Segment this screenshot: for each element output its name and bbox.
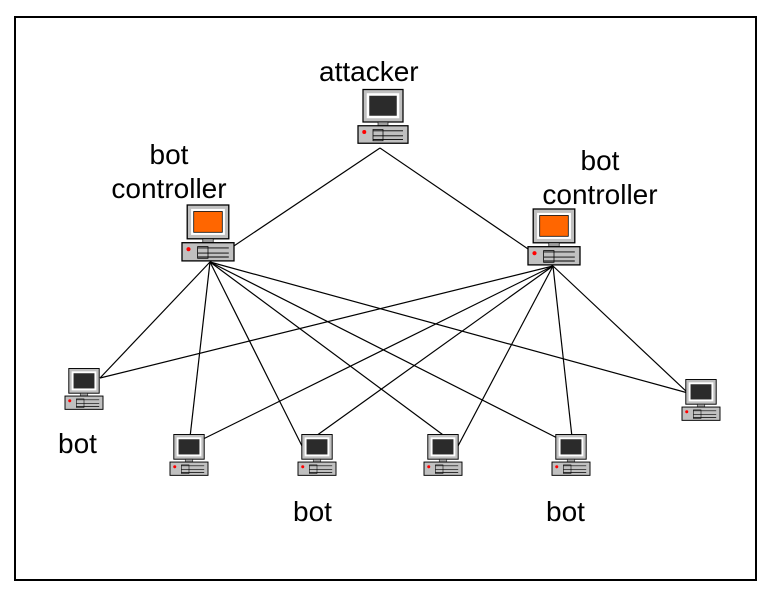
edge-controller_left-bot-4 (209, 261, 459, 447)
controller-right-label-line2: controller (542, 179, 658, 210)
edge-attacker-controller_left (209, 147, 381, 263)
diagram-frame (14, 16, 757, 581)
bot-1-label: bot (58, 428, 97, 459)
edge-controller_right-bot-3 (301, 265, 554, 447)
edge-controller_right-bot-2 (188, 265, 554, 447)
controller-left-label-line1: bot (149, 139, 189, 170)
bot-3-computer-icon (297, 434, 337, 476)
bot-1-computer-icon (64, 368, 104, 410)
bot-6-computer-icon (681, 379, 721, 421)
bot-5-computer-icon (551, 434, 591, 476)
edge-controller_right-bot-6 (552, 265, 689, 394)
bot-6-label: bot (546, 496, 585, 527)
edge-attacker-controller_right (379, 147, 554, 267)
controller-right-label-line1: bot (580, 145, 620, 176)
edge-controller_left-bot-5 (209, 261, 574, 447)
controller-left-computer-icon (181, 204, 235, 262)
controller-left-label: bot controller (94, 141, 244, 203)
controller-right-label: bot controller (525, 147, 675, 209)
controller-left-label-line2: controller (111, 173, 227, 204)
edge-controller_right-bot-5 (552, 265, 574, 447)
edge-layer (99, 147, 689, 447)
edge-controller_left-bot-3 (209, 261, 303, 447)
node-layer (64, 88, 721, 476)
controller-right-computer-icon (527, 208, 581, 266)
edge-controller_left-bot-6 (209, 261, 689, 394)
attacker-computer-icon (357, 88, 409, 144)
edge-controller_left-bot-1 (99, 261, 211, 379)
attacker-label: attacker (319, 56, 419, 87)
bot-4-computer-icon (423, 434, 463, 476)
bot-2-computer-icon (169, 434, 209, 476)
edge-controller_right-bot-4 (457, 265, 554, 447)
bot-3-label: bot (293, 496, 332, 527)
edge-controller_right-bot-1 (99, 265, 554, 379)
